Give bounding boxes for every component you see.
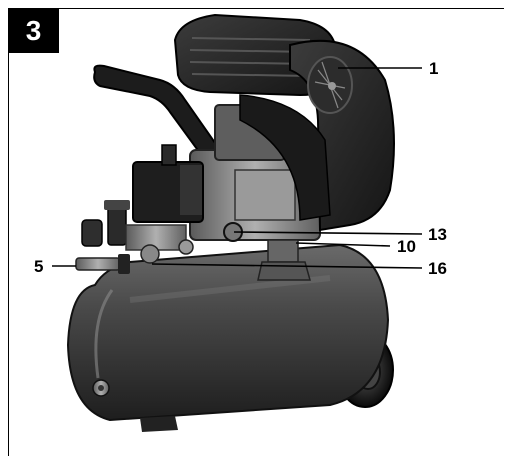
regulator-assembly	[75, 200, 194, 274]
callout-1: 1	[429, 59, 439, 78]
air-tank	[66, 243, 390, 432]
callout-leader-lines	[52, 67, 423, 269]
callout-10: 10	[397, 237, 416, 256]
callout-13: 13	[428, 225, 447, 244]
pressure-switch	[132, 144, 204, 223]
figure-number-badge: 3	[8, 8, 59, 53]
quick-coupler-5	[75, 257, 121, 271]
callout-16: 16	[428, 259, 447, 278]
callout-5: 5	[34, 257, 44, 276]
outlet-16	[140, 244, 160, 264]
figure-frame	[8, 8, 504, 456]
motor-cover	[173, 13, 395, 232]
